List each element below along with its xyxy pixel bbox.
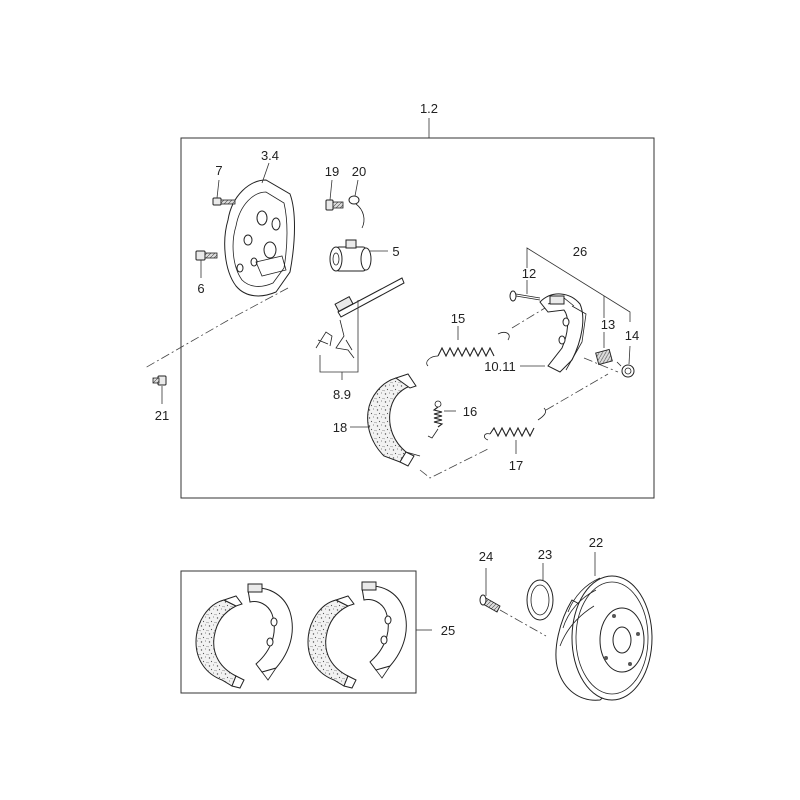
label-cap-20: 20: [352, 164, 366, 179]
brake-shoe-assembly: 10.11: [484, 293, 587, 374]
label-shoe-assembly: 10.11: [484, 359, 516, 374]
label-bolt-21: 21: [155, 408, 169, 423]
main-assembly-frame: 1.2: [180, 101, 655, 499]
label-adjuster: 8.9: [333, 387, 351, 402]
hold-down-kit-bracket: 26: [526, 244, 631, 322]
label-pin-12: 12: [522, 266, 536, 281]
label-backing-plate: 3.4: [261, 148, 279, 163]
hold-down-spring: 13: [595, 317, 615, 366]
brake-shoe: 18: [333, 373, 421, 467]
lower-spring: 17: [484, 407, 546, 473]
label-bleeder-19: 19: [325, 164, 339, 179]
kit-shoe-right-lining: [307, 595, 357, 689]
label-main-assembly: 1.2: [420, 101, 438, 116]
wheel-bolt: 24: [479, 549, 547, 637]
kit-shoe-left-lining: [195, 595, 245, 689]
wheel-cylinder: 5: [329, 239, 400, 272]
label-bolt-7: 7: [215, 163, 222, 178]
brake-drum: 22: [555, 535, 653, 701]
label-wheel-bolt: 24: [479, 549, 493, 564]
cap-20: 20: [348, 164, 366, 229]
upper-spring: 15: [426, 311, 510, 367]
bolt-21: 21: [152, 375, 169, 423]
spring-16: 16: [427, 400, 477, 439]
adjuster-assembly: 8.9: [315, 277, 405, 402]
abs-ring: 23: [526, 547, 554, 621]
label-shoe-kit: 25: [441, 623, 455, 638]
bleeder-screw-19: 19: [325, 164, 344, 211]
backing-plate: 3.4: [224, 148, 295, 297]
kit-shoe-right-web: [361, 581, 407, 679]
kit-shoe-left-web: [247, 583, 293, 681]
bolt-6: 6: [195, 250, 218, 296]
label-upper-spring: 15: [451, 311, 465, 326]
label-wheel-cylinder: 5: [392, 244, 399, 259]
label-hold-down-kit: 26: [573, 244, 587, 259]
shoe-kit-frame: 25: [180, 570, 455, 694]
label-ring-23: 23: [538, 547, 552, 562]
label-cup-14: 14: [625, 328, 639, 343]
label-spring-13: 13: [601, 317, 615, 332]
label-bolt-6: 6: [197, 281, 204, 296]
label-drum: 22: [589, 535, 603, 550]
label-spring-16: 16: [463, 404, 477, 419]
label-lower-spring: 17: [509, 458, 523, 473]
label-shoe-18: 18: [333, 420, 347, 435]
bolt-7: 7: [212, 163, 236, 206]
hold-down-cup: 14: [616, 328, 639, 378]
hold-down-pin: 12: [509, 266, 541, 302]
